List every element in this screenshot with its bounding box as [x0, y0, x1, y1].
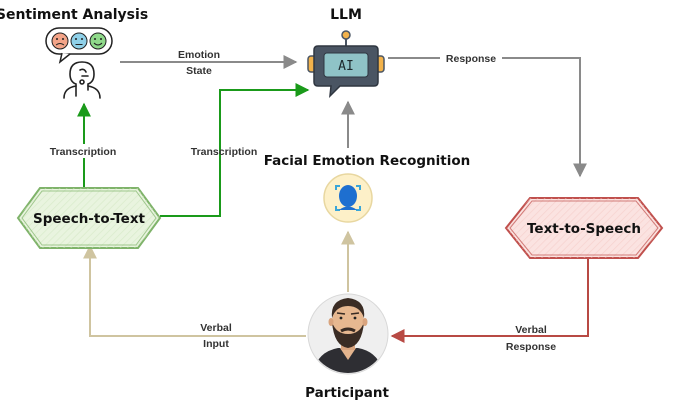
text-to-speech-node: Text-to-Speech — [504, 197, 664, 259]
edge-label-transcription-left: Transcription — [50, 146, 117, 158]
sentiment-analysis-node: Sentiment Analysis — [0, 7, 148, 99]
llm-title: LLM — [330, 7, 362, 23]
edge-verbal-response — [390, 258, 589, 343]
edge-label-verbal: Verbal — [200, 322, 232, 334]
edge-label-transcription-right: Transcription — [191, 146, 258, 158]
speech-to-text-label: Speech-to-Text — [33, 211, 146, 227]
edge-label-response-2: Response — [506, 341, 556, 353]
edge-label-verbal-2: Verbal — [515, 324, 547, 336]
emotion-faces-icon — [45, 27, 113, 64]
bearded-man-avatar-icon — [307, 293, 389, 375]
sentiment-analysis-title: Sentiment Analysis — [0, 7, 148, 23]
face-scan-icon — [323, 173, 373, 223]
edge-label-input: Input — [203, 338, 229, 350]
participant-node: Participant — [305, 293, 389, 401]
facial-emotion-recognition-node: Facial Emotion Recognition — [264, 153, 471, 223]
edge-label-state: State — [186, 65, 212, 77]
text-to-speech-label: Text-to-Speech — [527, 221, 641, 237]
edge-label-emotion: Emotion — [178, 49, 220, 61]
llm-node: LLM AI — [307, 7, 385, 99]
edge-label-response: Response — [446, 53, 496, 65]
ai-robot-icon: AI — [307, 30, 385, 99]
person-outline-icon — [63, 61, 101, 99]
participant-label: Participant — [305, 385, 389, 401]
edge-verbal-input — [83, 244, 306, 337]
speech-to-text-node: Speech-to-Text — [16, 187, 162, 249]
edge-transcription-right — [160, 83, 310, 217]
fer-title: Facial Emotion Recognition — [264, 153, 471, 169]
ai-screen-text: AI — [338, 59, 354, 74]
